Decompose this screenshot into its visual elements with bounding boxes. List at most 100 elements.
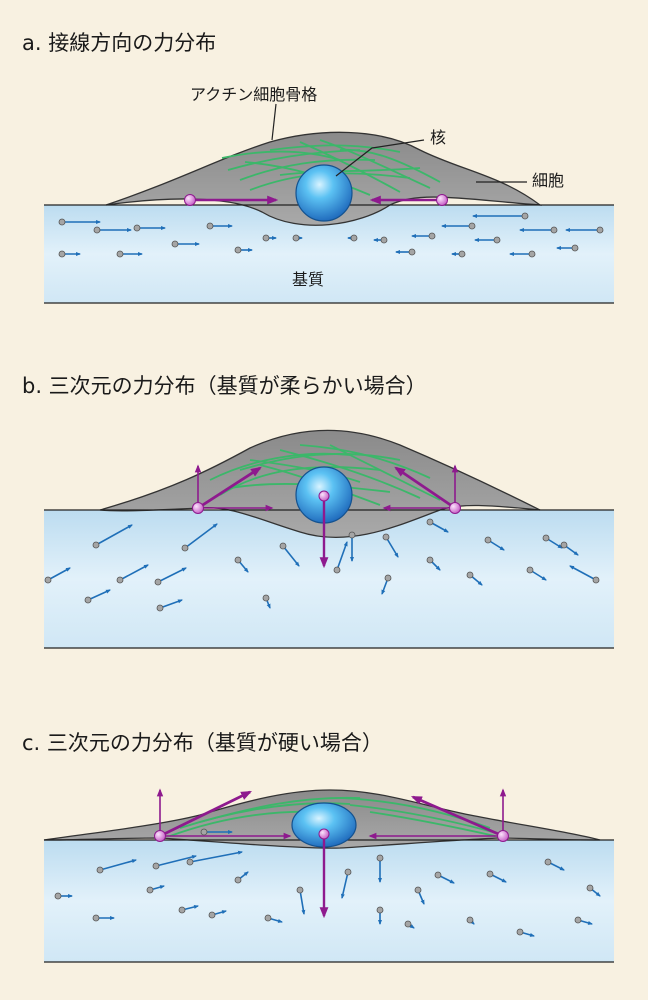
- displacement-marker: [154, 567, 187, 586]
- displacement-marker: [264, 914, 283, 923]
- displacement-arrow: [159, 599, 183, 609]
- displacement-marker: [340, 868, 352, 899]
- marker-bead: [93, 226, 101, 234]
- panel-c: c. 三次元の力分布（基質が硬い場合）: [22, 731, 614, 963]
- adhesion-bead: [497, 830, 509, 842]
- marker-bead: [542, 534, 550, 542]
- adhesion-bead: [192, 502, 204, 514]
- displacement-marker: [279, 542, 300, 567]
- displacement-marker: [544, 858, 565, 871]
- marker-bead: [550, 226, 558, 234]
- displacement-marker: [373, 236, 388, 244]
- marker-bead: [426, 518, 434, 526]
- adhesion-bead: [449, 502, 461, 514]
- displacement-arrow: [189, 850, 243, 863]
- displacement-marker: [296, 886, 306, 915]
- marker-bead: [574, 916, 582, 924]
- panel-c-title: c. 三次元の力分布（基質が硬い場合）: [22, 731, 383, 755]
- nucleus-a: [295, 164, 353, 222]
- displacement-marker: [333, 541, 348, 574]
- adhesion-bead: [436, 194, 448, 206]
- displacement-marker: [376, 906, 384, 925]
- displacement-marker: [381, 574, 392, 595]
- displacement-arrow: [340, 871, 349, 899]
- marker-bead: [384, 574, 392, 582]
- displacement-marker: [404, 920, 415, 929]
- displacement-marker: [472, 212, 529, 220]
- displacement-arrow: [47, 567, 71, 581]
- displacements-b: [44, 518, 600, 612]
- displacement-marker: [92, 914, 115, 922]
- displacement-marker: [171, 240, 200, 248]
- marker-bead: [234, 246, 242, 254]
- displacement-marker: [93, 226, 132, 234]
- marker-bead: [468, 222, 476, 230]
- marker-bead: [84, 596, 92, 604]
- displacement-marker: [466, 571, 483, 586]
- panel-a: a. 接線方向の力分布 アクチン細胞骨格 核: [22, 31, 614, 304]
- marker-bead: [466, 916, 474, 924]
- displacement-marker: [569, 565, 600, 584]
- marker-bead: [528, 250, 536, 258]
- displacement-marker: [574, 916, 593, 925]
- marker-bead: [279, 542, 287, 550]
- displacement-marker: [347, 234, 358, 242]
- marker-bead: [133, 224, 141, 232]
- force-arrows-c: [154, 788, 509, 919]
- marker-bead: [333, 566, 341, 574]
- displacement-marker: [466, 916, 475, 925]
- displacement-marker: [152, 855, 197, 870]
- displacement-marker: [92, 524, 133, 549]
- marker-bead: [426, 556, 434, 564]
- marker-bead: [526, 566, 534, 574]
- marker-bead: [516, 928, 524, 936]
- marker-bead: [493, 236, 501, 244]
- marker-bead: [408, 248, 416, 256]
- force-arrows-a: [184, 194, 448, 206]
- marker-bead: [54, 892, 62, 900]
- marker-bead: [116, 250, 124, 258]
- marker-bead: [560, 541, 568, 549]
- displacement-marker: [451, 250, 466, 258]
- displacement-marker: [156, 599, 183, 612]
- marker-bead: [344, 868, 352, 876]
- marker-bead: [458, 250, 466, 258]
- marker-bead: [58, 250, 66, 258]
- displacement-marker: [292, 234, 303, 242]
- displacement-arrow: [99, 859, 137, 871]
- displacement-marker: [484, 536, 505, 551]
- marker-bead: [376, 854, 384, 862]
- displacement-marker: [556, 244, 579, 252]
- displacement-marker: [516, 928, 535, 937]
- marker-bead: [348, 531, 356, 539]
- displacement-marker: [200, 828, 233, 836]
- marker-bead: [178, 906, 186, 914]
- displacement-marker: [519, 226, 558, 234]
- displacement-marker: [84, 589, 111, 604]
- displacement-arrow: [184, 523, 218, 549]
- displacement-marker: [526, 566, 547, 581]
- displacement-marker: [58, 218, 101, 226]
- displacement-marker: [426, 556, 441, 571]
- displacement-marker: [44, 567, 71, 584]
- displacement-marker: [262, 594, 271, 609]
- displacement-arrow: [336, 541, 348, 571]
- displacement-marker: [234, 871, 249, 884]
- marker-bead: [428, 232, 436, 240]
- marker-bead: [92, 914, 100, 922]
- marker-bead: [486, 870, 494, 878]
- displacement-marker: [116, 250, 143, 258]
- displacement-marker: [382, 533, 399, 558]
- marker-bead: [414, 886, 422, 894]
- marker-bead: [262, 234, 270, 242]
- marker-bead: [296, 886, 304, 894]
- displacement-marker: [206, 222, 233, 230]
- displacement-marker: [586, 884, 601, 897]
- marker-bead: [146, 886, 154, 894]
- displacement-marker: [208, 910, 227, 919]
- displacement-marker: [509, 250, 536, 258]
- displacement-arrow: [95, 524, 133, 546]
- marker-bead: [350, 234, 358, 242]
- displacement-marker: [181, 523, 218, 552]
- adhesion-bead: [318, 828, 330, 840]
